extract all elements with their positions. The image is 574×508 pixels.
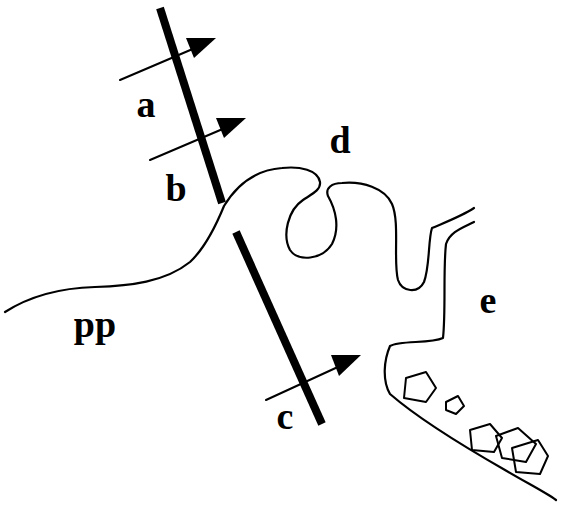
part-label: d bbox=[329, 121, 350, 159]
part-label: e bbox=[480, 281, 497, 319]
arrow-head bbox=[186, 38, 216, 58]
part-label: pp bbox=[74, 305, 116, 343]
rock-blocks bbox=[404, 372, 548, 474]
arrow-shaft bbox=[150, 128, 225, 160]
boundary-line bbox=[5, 168, 474, 312]
arrow-head bbox=[216, 118, 246, 138]
part-label: b bbox=[165, 169, 186, 207]
arrow-shaft bbox=[266, 366, 340, 400]
part-label: a bbox=[137, 85, 156, 123]
boundary-line bbox=[385, 222, 556, 500]
arrow-shaft bbox=[120, 48, 195, 80]
arrow-head bbox=[331, 355, 361, 376]
fault-line bbox=[236, 232, 322, 424]
part-label: c bbox=[277, 397, 294, 435]
